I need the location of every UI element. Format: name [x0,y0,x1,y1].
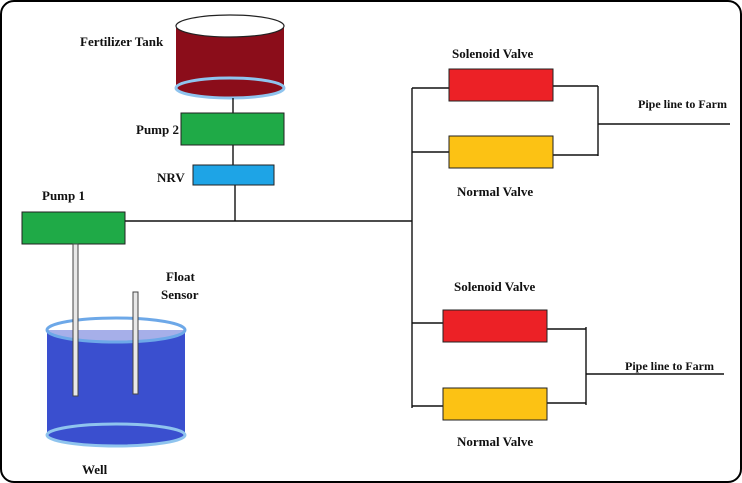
pump2 [180,112,285,146]
pump1 [21,211,126,245]
fertilizer-tank-bottom-rim [174,76,286,100]
label-pump1: Pump 1 [42,188,85,203]
label-normal-valve-top: Normal Valve [457,184,534,199]
fertilizer-tank [174,14,286,100]
nrv [192,164,275,186]
label-pipe-line-bottom: Pipe line to Farm [625,359,714,373]
normal-valve-bottom [442,387,548,421]
pipe-network [125,85,730,408]
label-solenoid-valve-top: Solenoid Valve [452,46,534,61]
label-fertilizer-tank: Fertilizer Tank [80,34,164,49]
solenoid-valve-bottom [442,309,548,343]
well-top-rim [45,316,187,344]
well-tank [45,316,187,448]
normal-valve-top [448,135,554,169]
label-pipe-line-top: Pipe line to Farm [638,97,727,111]
label-float-sensor-line2: Sensor [161,287,199,302]
float-sensor-rod [132,291,139,395]
pump1-suction-pipe [72,243,79,397]
label-well: Well [82,462,108,477]
label-nrv: NRV [157,170,185,185]
label-float-sensor-line1: Float [166,269,195,284]
well-bottom-rim [45,422,187,448]
fertilizer-tank-top [175,14,285,38]
label-normal-valve-bottom: Normal Valve [457,434,534,449]
label-solenoid-valve-bottom: Solenoid Valve [454,279,536,294]
label-pump2: Pump 2 [136,122,179,137]
solenoid-valve-top [448,68,554,102]
